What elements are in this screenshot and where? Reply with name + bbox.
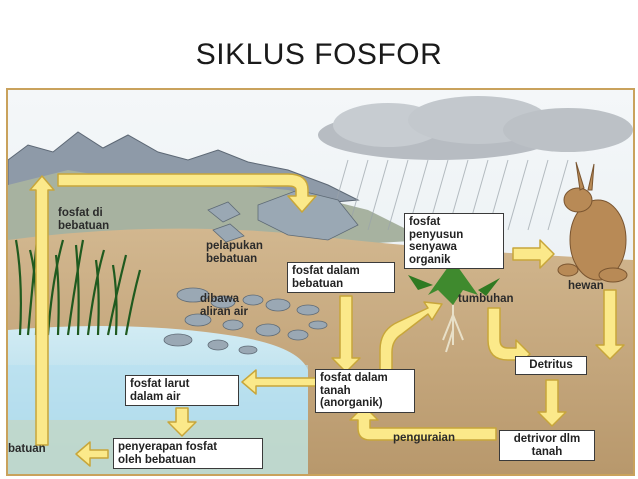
reeds-icon [14,229,142,336]
label-hewan: hewan [568,280,604,292]
label-penguraian: penguraian [393,432,455,444]
label-batuan: batuan [8,443,46,455]
phosphorus-cycle-diagram: fosfat di bebatuan pelapukan bebatuan di… [6,88,635,476]
box-fosfat-dalam-tanah: fosfat dalam tanah (anorganik) [315,369,415,413]
rabbit-icon [557,161,628,283]
label-pelapukan-bebatuan: pelapukan bebatuan [206,240,263,265]
label-dibawa-aliran-air: dibawa aliran air [200,293,248,318]
box-fosfat-dalam-bebatuan: fosfat dalam bebatuan [287,262,395,293]
process-arrow-icon [29,173,625,467]
box-detritus: Detritus [515,356,587,375]
label-tumbuhan: tumbuhan [458,293,514,305]
rocks-icon [163,189,359,355]
label-fosfat-di-bebatuan: fosfat di bebatuan [58,207,110,232]
rain-cloud-icon [318,96,633,160]
box-fosfat-penyusun-senyawa-organik: fosfat penyusun senyawa organik [404,213,504,269]
page-title: SIKLUS FOSFOR [195,38,443,71]
box-fosfat-larut-dalam-air: fosfat larut dalam air [125,375,239,406]
box-penyerapan-fosfat: penyerapan fosfat oleh bebatuan [113,438,263,469]
box-detrivor-dlm-tanah: detrivor dlm tanah [499,430,595,461]
